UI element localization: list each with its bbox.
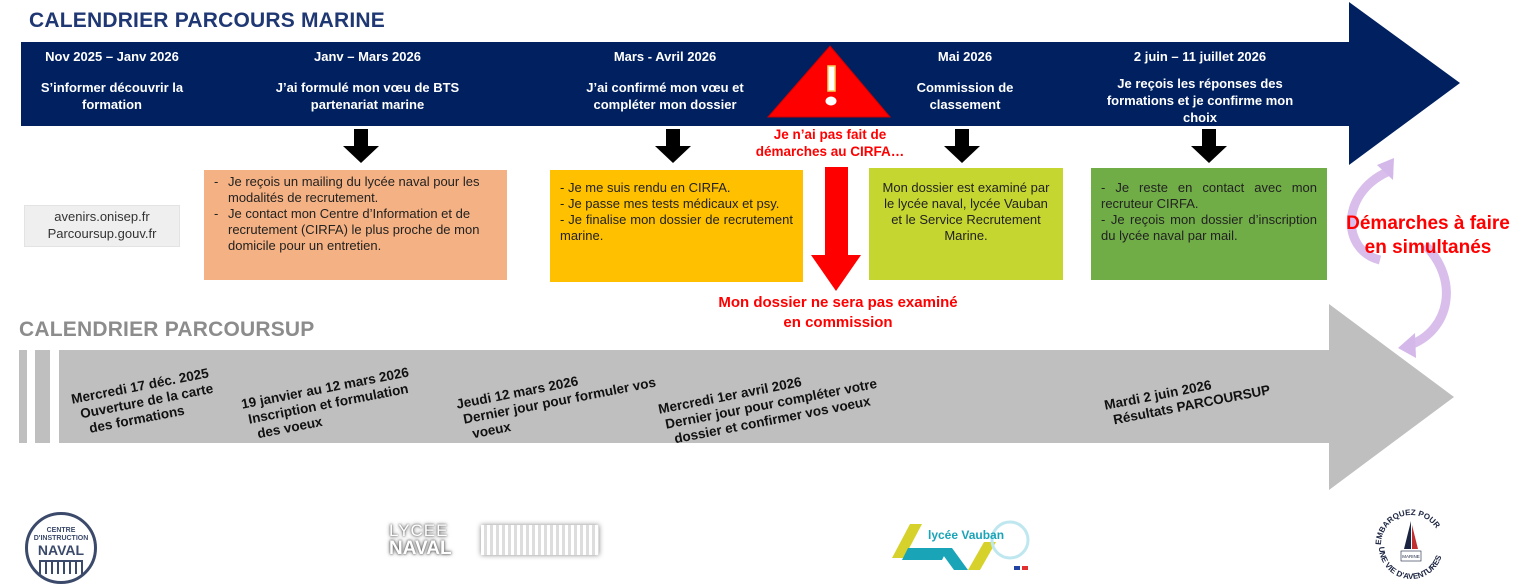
marine-calendar-title: CALENDRIER PARCOURS MARINE [29,9,385,32]
cycle-arrows-icon [1346,165,1451,350]
step-box-green: - Je reste en contact avec mon recruteur… [1091,168,1327,280]
down-arrow-icon [343,129,379,163]
lycee-naval-logo: LYCEE NAVAL [389,522,609,566]
down-arrow-icon [1191,129,1227,163]
phase-5: 2 juin – 11 juillet 2026 Je reçois les r… [1090,48,1310,126]
phase-4: Mai 2026 Commission de classement [895,48,1035,113]
phase-text: Je reçois les réponses des formations et… [1106,76,1294,125]
parcoursup-timeline-arrow [59,304,1454,490]
step-box-yellow: - Je me suis rendu en CIRFA. - Je passe … [550,170,803,282]
simultaneous-text: Démarches à faire en simultanés [1346,213,1510,258]
warning-top-text: Je n’ai pas fait de démarches au CIRFA… [755,127,905,159]
phase-text: S’informer découvrir la formation [40,80,184,112]
phase-date: Mai 2026 [937,49,993,64]
phase-date: Nov 2025 – Janv 2026 [45,49,179,64]
marine-nationale-logo: EMBARQUEZ POUR UNE VIE D'AVENTURES MARIN… [1371,505,1451,583]
cycle-arrow-head-bottom [1398,333,1416,358]
phase-2: Janv – Mars 2026 J’ai formulé mon vœu de… [250,48,485,113]
phase-text: J’ai formulé mon vœu de BTS partenariat … [275,80,460,112]
phase-text: J’ai confirmé mon vœu et compléter mon d… [586,80,744,112]
warning-bottom-text: Mon dossier ne sera pas examiné en commi… [718,294,958,331]
down-arrow-icon [655,129,691,163]
svg-text:MARINE: MARINE [1402,554,1420,559]
phase-date: Mars - Avril 2026 [613,49,717,64]
cycle-arrow-head-top [1377,158,1394,180]
phase-text: Commission de classement [916,80,1014,112]
phase-1: Nov 2025 – Janv 2026 S’informer découvri… [22,48,202,113]
lycee-vauban-logo: lycée Vauban [888,514,1038,574]
step-item: - Je me suis rendu en CIRFA. [560,180,731,195]
parcoursup-bar-stripe-2 [35,350,50,443]
step-box-orange: Je reçois un mailing du lycée naval pour… [204,170,507,280]
website-link-parcoursup[interactable]: Parcoursup.gouv.fr [47,226,157,241]
step-item: - Je reçois mon dossier d’inscription du… [1101,212,1317,243]
down-arrow-icon [944,129,980,163]
lycee-vauban-text: lycée Vauban [928,528,1005,542]
phase-date: Janv – Mars 2026 [314,49,421,64]
step-box-lime: Mon dossier est examiné par le lycée nav… [869,168,1063,280]
step-text: Mon dossier est examiné par le lycée nav… [882,180,1050,243]
step-item: Je reçois un mailing du lycée naval pour… [214,174,495,206]
red-down-arrow-icon [811,167,861,291]
step-item: - Je reste en contact avec mon recruteur… [1101,180,1317,211]
phase-3: Mars - Avril 2026 J’ai confirmé mon vœu … [555,48,775,113]
step-item: - Je passe mes tests médicaux et psy. [560,196,780,211]
step-item: Je contact mon Centre d’Information et d… [214,206,495,254]
parcoursup-bar-stripe-1 [19,350,27,443]
phase-date: 2 juin – 11 juillet 2026 [1133,49,1267,64]
parcoursup-calendar-title: CALENDRIER PARCOURSUP [19,318,315,341]
step-item: - Je finalise mon dossier de recrutement… [560,212,793,243]
marine-timeline-arrow [21,2,1460,165]
website-link-onisep[interactable]: avenirs.onisep.fr [54,209,150,224]
warning-triangle-icon [766,45,892,118]
websites-box: avenirs.onisep.fr Parcoursup.gouv.fr [24,205,180,247]
